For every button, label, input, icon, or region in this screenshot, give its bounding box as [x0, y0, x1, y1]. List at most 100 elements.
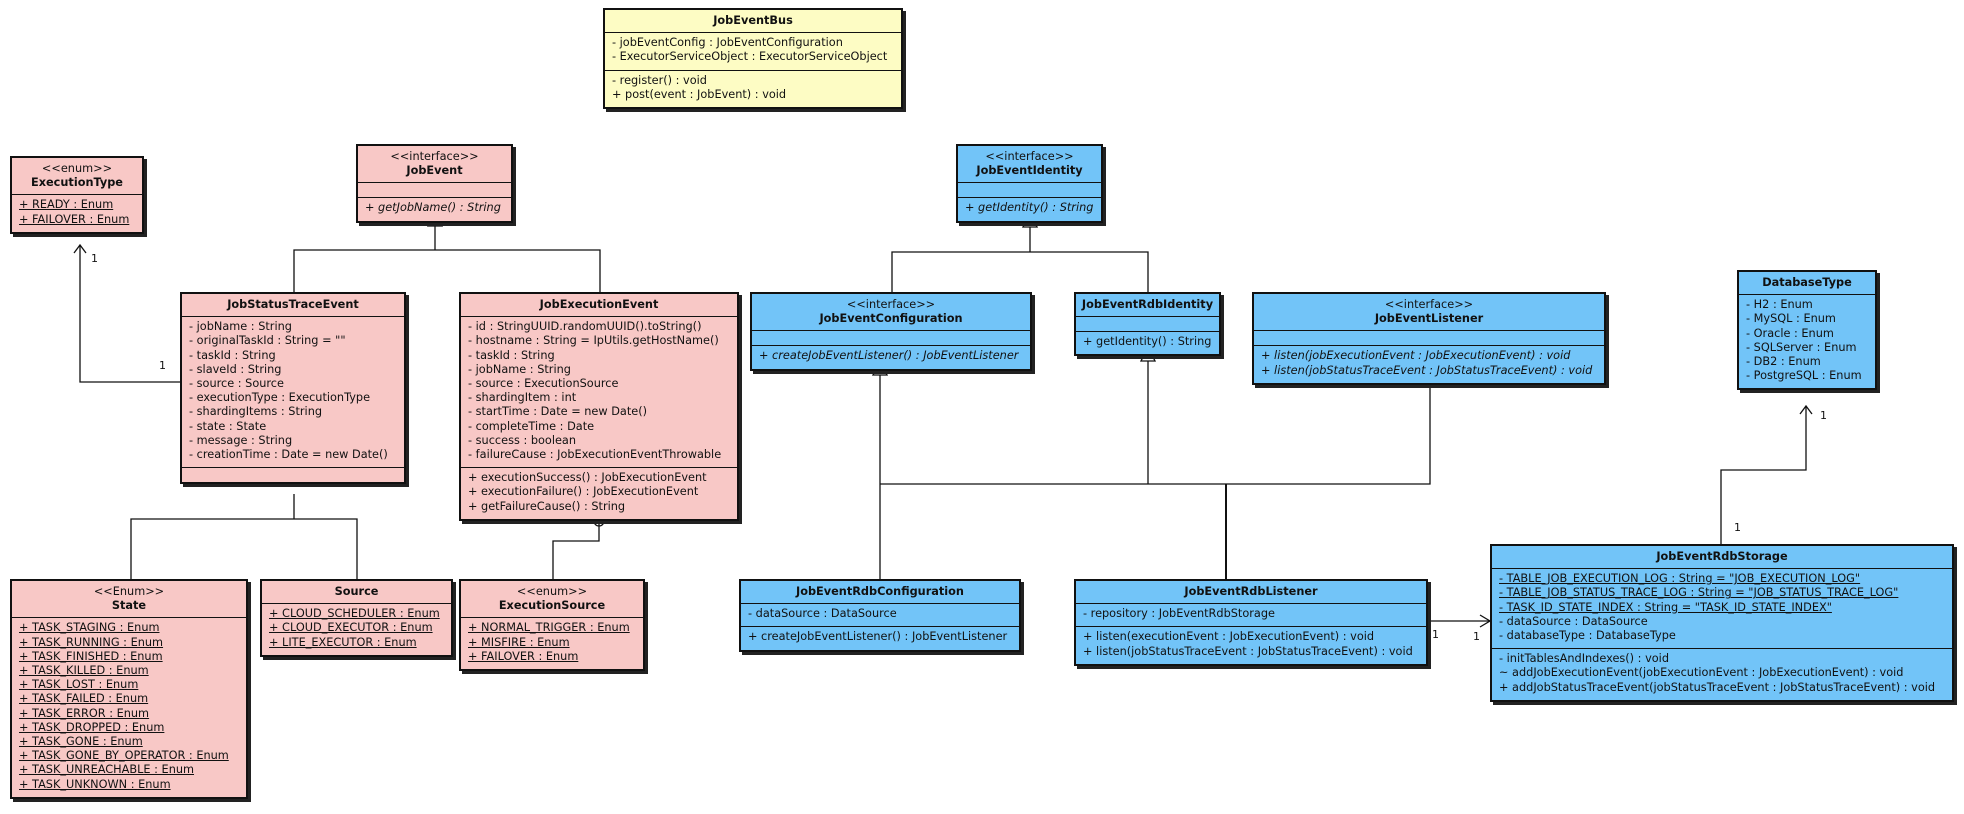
enum-literal: - Oracle : Enum [1746, 326, 1834, 340]
assoc-status-exectype [79, 246, 180, 383]
class-job-event-rdb-listener[interactable]: JobEventRdbListener - repository : JobEv… [1074, 579, 1428, 666]
attribute: - executionType : ExecutionType [189, 391, 371, 405]
operation: + getFailureCause() : String [468, 499, 626, 513]
class-name: JobEventBus [713, 14, 793, 27]
class-job-execution-event[interactable]: JobExecutionEvent - id : StringUUID.rand… [459, 292, 739, 521]
multiplicity-label: 1 [1820, 409, 1827, 422]
enum-literal: - MySQL : Enum [1746, 312, 1836, 326]
enum-literal: + CLOUD_EXECUTOR : Enum [269, 621, 433, 635]
attribute: - id : StringUUID.randomUUID().toString(… [468, 320, 702, 334]
class-name: JobEventIdentity [976, 164, 1083, 178]
attribute: - TABLE_JOB_EXECUTION_LOG : String = "JO… [1499, 572, 1861, 586]
attribute: - databaseType : DatabaseType [1499, 629, 1676, 643]
attribute: - hostname : String = IpUtils.getHostNam… [468, 334, 719, 348]
class-job-event-bus[interactable]: JobEventBus - jobEventConfig : JobEventC… [603, 8, 903, 110]
operation: + listen(executionEvent : JobExecutionEv… [1083, 630, 1375, 644]
class-name: ExecutionSource [498, 599, 606, 613]
attribute: - source : Source [189, 377, 284, 391]
interface-job-event-identity[interactable]: <<interface>> JobEventIdentity + getIden… [956, 144, 1103, 223]
operation: + getJobName() : String [365, 201, 501, 215]
enum-literal: + TASK_FINISHED : Enum [19, 649, 163, 663]
attribute: - dataSource : DataSource [748, 607, 897, 621]
enum-literal: + TASK_STAGING : Enum [19, 621, 160, 635]
class-name: JobEventConfiguration [819, 312, 963, 326]
operation: + listen(jobStatusTraceEvent : JobStatus… [1261, 363, 1593, 377]
enum-literal: - H2 : Enum [1746, 298, 1813, 312]
stereotype: <<enum>> [41, 162, 113, 175]
operation: + createJobEventListener() : JobEventLis… [748, 630, 1008, 644]
class-name: JobEventRdbConfiguration [796, 585, 964, 598]
attribute: - completeTime : Date [468, 419, 595, 433]
attribute: - ExecutorServiceObject : ExecutorServic… [612, 50, 888, 64]
attribute: - jobEventConfig : JobEventConfiguration [612, 36, 843, 50]
multiplicity-label: 1 [1734, 521, 1741, 534]
attribute: - success : boolean [468, 433, 577, 447]
interface-job-event-configuration[interactable]: <<interface>> JobEventConfiguration + cr… [750, 292, 1032, 371]
attribute: - message : String [189, 433, 293, 447]
attribute: - state : State [189, 419, 267, 433]
operation: + addJobStatusTraceEvent(jobStatusTraceE… [1499, 680, 1936, 694]
enum-database-type[interactable]: DatabaseType - H2 : Enum - MySQL : Enum … [1737, 270, 1877, 391]
interface-job-event[interactable]: <<interface>> JobEvent + getJobName() : … [356, 144, 513, 223]
class-name: JobEventRdbListener [1184, 585, 1318, 598]
attribute: - taskId : String [189, 348, 276, 362]
class-name: Source [334, 585, 379, 598]
enum-literal: - SQLServer : Enum [1746, 340, 1857, 354]
operation: + post(event : JobEvent) : void [612, 87, 787, 101]
operation: - initTablesAndIndexes() : void [1499, 652, 1669, 666]
operation: + getIdentity() : String [965, 201, 1094, 215]
enum-literal: + TASK_UNREACHABLE : Enum [19, 763, 195, 777]
attribute: - failureCause : JobExecutionEventThrowa… [468, 448, 722, 462]
class-name: JobEventRdbStorage [1656, 550, 1788, 563]
class-job-event-rdb-storage[interactable]: JobEventRdbStorage - TABLE_JOB_EXECUTION… [1490, 544, 1954, 702]
class-name: JobEventRdbIdentity [1081, 298, 1214, 311]
enum-execution-source[interactable]: <<enum>> ExecutionSource + NORMAL_TRIGGE… [459, 579, 645, 672]
enum-literal: + TASK_RUNNING : Enum [19, 635, 164, 649]
enum-source[interactable]: Source + CLOUD_SCHEDULER : Enum + CLOUD_… [260, 579, 453, 657]
attribute: - jobName : String [189, 320, 292, 334]
enum-literal: + FAILOVER : Enum [19, 212, 130, 226]
attribute: - TASK_ID_STATE_INDEX : String = "TASK_I… [1499, 600, 1832, 614]
operation: + getIdentity() : String [1083, 335, 1212, 349]
enum-literal: + CLOUD_SCHEDULER : Enum [269, 607, 440, 621]
operation: + listen(jobExecutionEvent : JobExecutio… [1261, 349, 1571, 363]
enum-literal: + TASK_UNKNOWN : Enum [19, 777, 171, 791]
attribute: - jobName : String [468, 362, 571, 376]
attribute: - taskId : String [468, 348, 555, 362]
multiplicity-label: 1 [1473, 630, 1480, 643]
enum-literal: + MISFIRE : Enum [468, 635, 570, 649]
enum-state[interactable]: <<Enum>> State + TASK_STAGING : Enum + T… [10, 579, 248, 799]
attribute: - originalTaskId : String = "" [189, 334, 346, 348]
stereotype: <<interface>> [390, 150, 479, 163]
attribute: - TABLE_JOB_STATUS_TRACE_LOG : String = … [1499, 586, 1899, 600]
enum-literal: + NORMAL_TRIGGER : Enum [468, 621, 630, 635]
enum-literal: + FAILOVER : Enum [468, 649, 579, 663]
class-name: JobEventListener [1374, 312, 1484, 326]
enum-literal: + TASK_KILLED : Enum [19, 664, 149, 678]
enum-literal: + READY : Enum [19, 198, 114, 212]
gen-config-to-identity [891, 251, 1149, 292]
enum-literal: + TASK_DROPPED : Enum [19, 720, 165, 734]
enum-literal: - PostgreSQL : Enum [1746, 369, 1862, 383]
class-job-status-trace-event[interactable]: JobStatusTraceEvent - jobName : String -… [180, 292, 406, 485]
multiplicity-label: 1 [91, 252, 98, 265]
enum-literal: + TASK_FAILED : Enum [19, 692, 149, 706]
attribute: - slaveId : String [189, 362, 282, 376]
operation: + createJobEventListener() : JobEventLis… [759, 349, 1019, 363]
attribute: - source : ExecutionSource [468, 377, 619, 391]
enum-literal: + LITE_EXECUTOR : Enum [269, 635, 417, 649]
attribute: - dataSource : DataSource [1499, 614, 1648, 628]
attribute: - startTime : Date = new Date() [468, 405, 648, 419]
class-name: DatabaseType [1762, 276, 1852, 289]
operation: ~ addJobExecutionEvent(jobExecutionEvent… [1499, 666, 1904, 680]
class-job-event-rdb-configuration[interactable]: JobEventRdbConfiguration - dataSource : … [739, 579, 1021, 652]
attribute: - shardingItem : int [468, 391, 577, 405]
operation: + executionSuccess() : JobExecutionEvent [468, 471, 707, 485]
class-job-event-rdb-identity[interactable]: JobEventRdbIdentity + getIdentity() : St… [1074, 292, 1221, 357]
operation: + executionFailure() : JobExecutionEvent [468, 485, 699, 499]
interface-job-event-listener[interactable]: <<interface>> JobEventListener + listen(… [1252, 292, 1606, 385]
enum-literal: + TASK_ERROR : Enum [19, 706, 150, 720]
enum-execution-type[interactable]: <<enum>> ExecutionType + READY : Enum + … [10, 156, 144, 234]
class-name: JobStatusTraceEvent [227, 298, 359, 311]
